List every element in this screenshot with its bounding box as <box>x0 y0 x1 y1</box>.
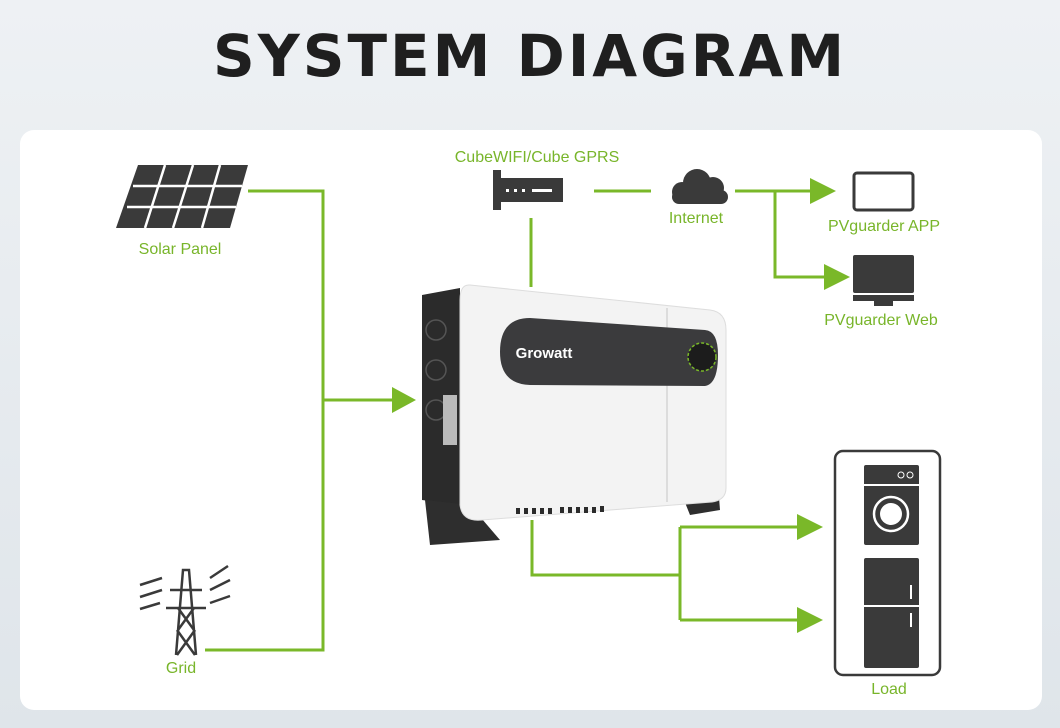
web-label: PVguarder Web <box>824 312 938 329</box>
growatt-logo: Growatt <box>516 345 573 362</box>
solar-panel-icon <box>116 164 248 229</box>
power-tower-icon <box>139 564 231 656</box>
monitor-icon <box>853 255 914 306</box>
refrigerator-icon <box>864 558 919 668</box>
tablet-icon <box>852 171 915 212</box>
cube-label: CubeWIFI/Cube GPRS <box>455 149 620 166</box>
connector-solar-grid-to-inverter <box>205 189 416 652</box>
load-group <box>833 449 942 677</box>
cloud-icon <box>672 169 728 204</box>
washing-machine-icon <box>864 465 919 545</box>
connector-inverter-to-load <box>530 514 823 633</box>
internet-label: Internet <box>669 210 724 227</box>
inverter: Growatt <box>422 284 727 545</box>
app-label: PVguarder APP <box>828 218 940 235</box>
grid-label: Grid <box>166 660 196 677</box>
connector-internet-to-monitoring <box>735 178 850 290</box>
page-title: SYSTEM DIAGRAM <box>212 22 848 90</box>
solar-panel-label: Solar Panel <box>139 241 222 258</box>
dongle-icon <box>493 170 563 210</box>
load-label: Load <box>871 681 907 698</box>
